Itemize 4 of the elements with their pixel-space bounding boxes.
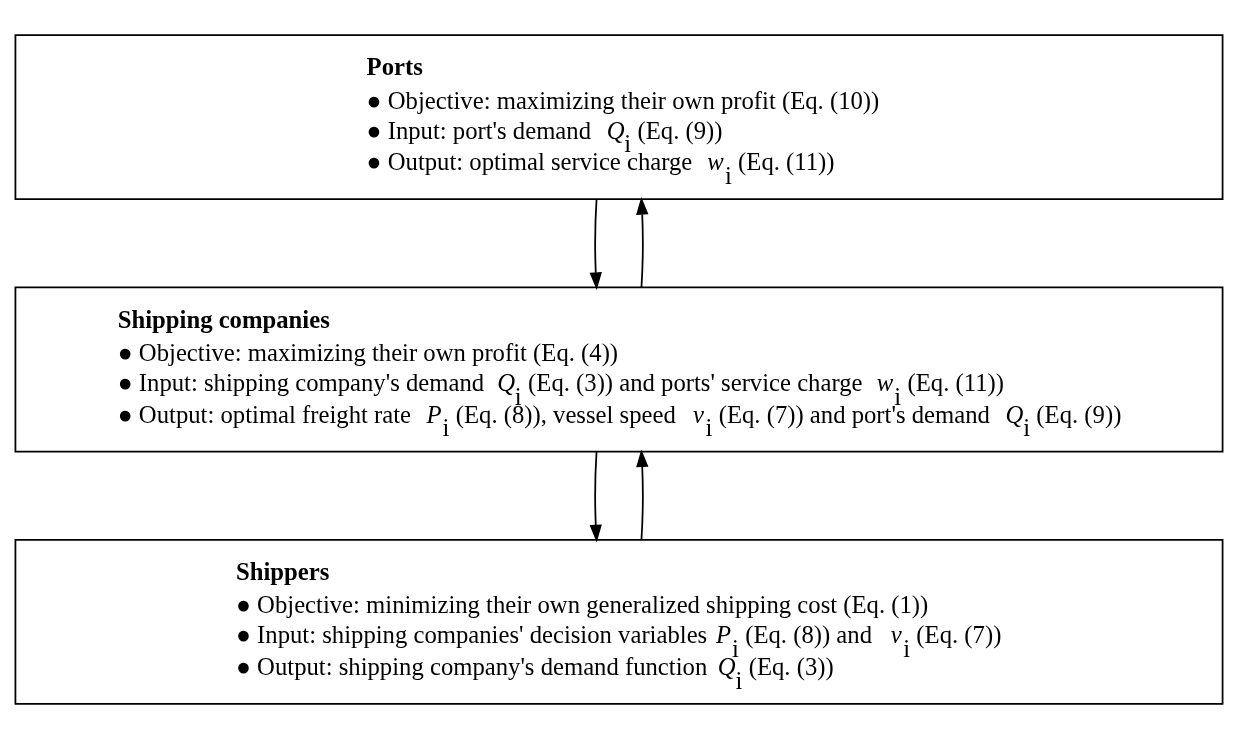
arrow [589, 450, 602, 542]
arrow [636, 196, 649, 288]
arrow [636, 448, 649, 541]
arrow [589, 198, 602, 290]
